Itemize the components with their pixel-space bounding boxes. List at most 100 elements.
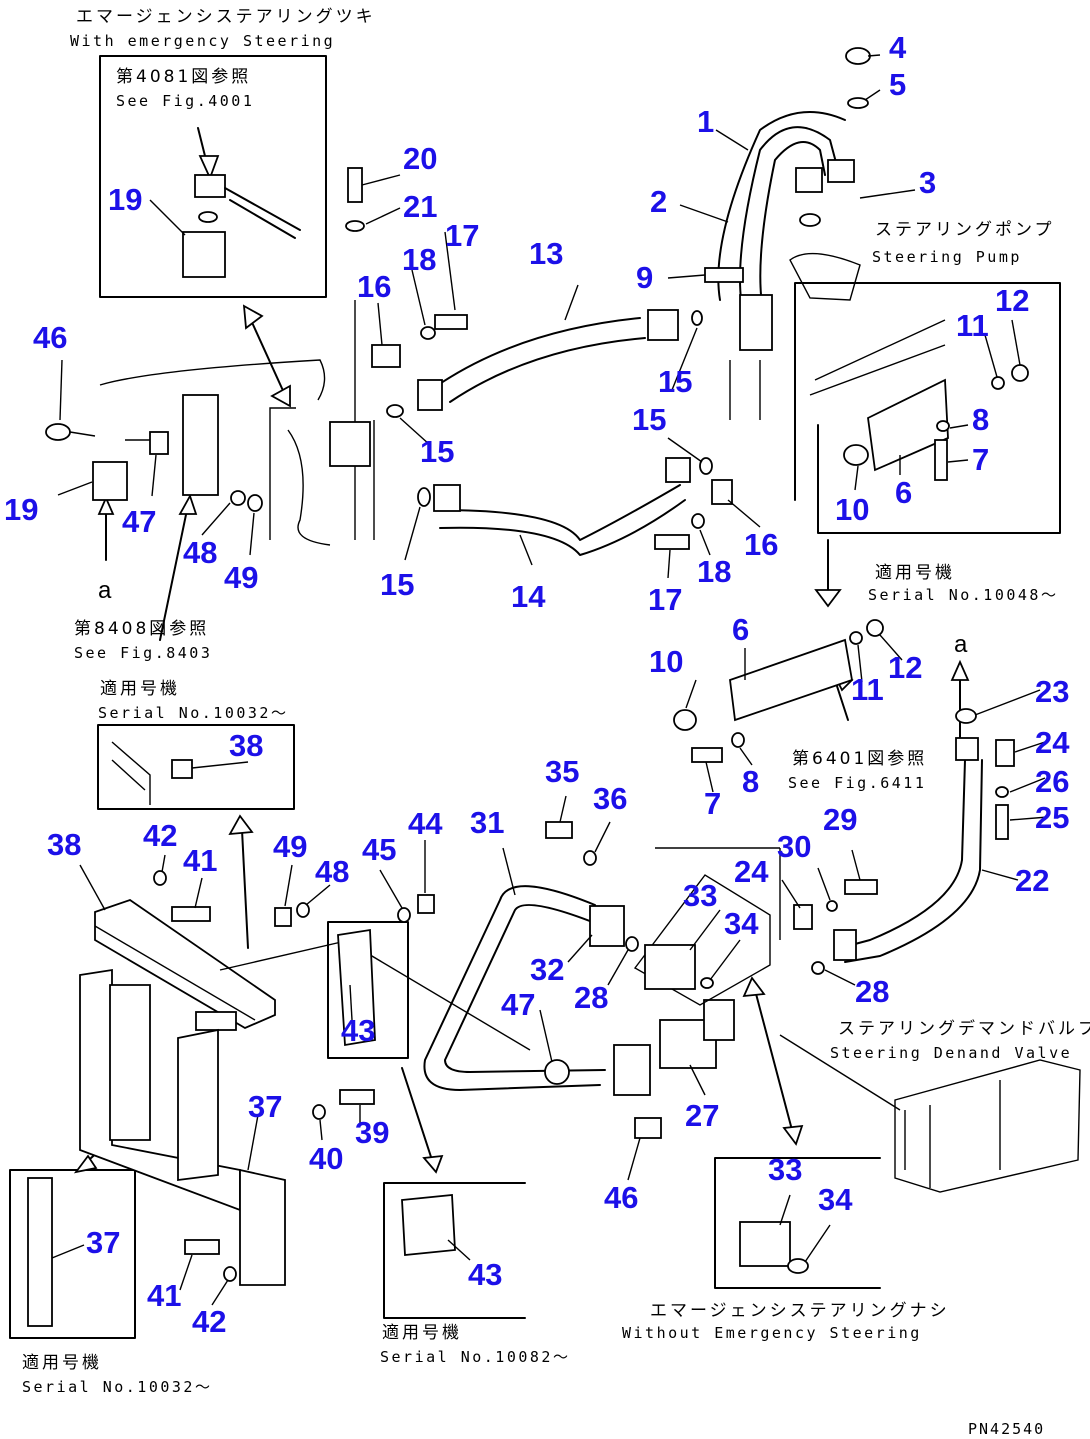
callout-15-a: 15 [658, 364, 692, 399]
callout-18-b: 18 [697, 554, 731, 589]
note-fig4081-en: See Fig.4001 [116, 92, 254, 110]
o-ring-28 [811, 961, 825, 975]
callout-34-b: 34 [818, 1182, 853, 1217]
callout-2: 2 [650, 184, 667, 219]
hose-22 [844, 759, 983, 963]
flange-27-right [703, 999, 735, 1041]
leader-valve [779, 1034, 901, 1111]
flange-32 [589, 905, 625, 947]
callout-numbers: 1 2 3 4 5 6 6 7 7 8 8 9 10 10 11 11 12 1… [4, 30, 1070, 1339]
washer-18 [420, 326, 436, 340]
hose-1 [759, 141, 826, 321]
note-serial10032b-jp: 適用号機 [22, 1353, 102, 1373]
callout-31: 31 [470, 805, 504, 840]
note-serial10032b-en: Serial No.10032～ [22, 1378, 212, 1396]
callout-15-d: 15 [380, 567, 414, 602]
callout-48-a: 48 [183, 535, 217, 570]
bracket-43 [337, 928, 376, 1047]
callout-5: 5 [889, 67, 906, 102]
cap-4 [845, 47, 871, 65]
callout-7-serial: 7 [704, 786, 721, 821]
callout-33-a: 33 [683, 878, 717, 913]
inset-without-emergency [714, 1157, 881, 1289]
clamp-10 [843, 444, 869, 466]
callout-16-a: 16 [357, 269, 391, 304]
valve-33-alt [739, 1221, 791, 1267]
steering-demand-valve [894, 1059, 1081, 1193]
note-without-en: Without Emergency Steering [622, 1324, 922, 1342]
callout-48-b: 48 [315, 854, 349, 889]
callout-35: 35 [545, 754, 579, 789]
frame-37-post [109, 984, 151, 1141]
callout-39: 39 [355, 1115, 389, 1150]
hose-14 [439, 499, 686, 556]
note-without-jp: エマージェンシステアリングナシ [650, 1301, 950, 1321]
bolt-7-serial [691, 747, 723, 763]
note-serial10048-en: Serial No.10048～ [868, 586, 1058, 604]
callout-24-a: 24 [1035, 725, 1070, 760]
frame-outline [99, 359, 326, 401]
callout-17-a: 17 [445, 218, 479, 253]
clamp-47-b [544, 1059, 570, 1085]
arrow-head [814, 589, 842, 608]
arrow-head [270, 384, 291, 408]
note-fig6401-jp: 第6401図参照 [792, 749, 927, 769]
callout-41-b: 41 [147, 1278, 181, 1313]
valve-plate [633, 874, 771, 1006]
note-serial10032a-en: Serial No.10032～ [98, 704, 288, 722]
arrow-head [228, 814, 254, 836]
arrow-head [950, 659, 970, 681]
drawing-reference: PN42540 [968, 1420, 1045, 1438]
clamp-47 [149, 431, 169, 455]
arrow-head [178, 493, 198, 515]
elbow-fitting [194, 174, 226, 198]
inset-emergency-steering [99, 55, 327, 298]
nut-12-serial [866, 619, 884, 637]
callout-18-a: 18 [402, 242, 436, 277]
bolt-35 [545, 821, 573, 839]
note-serial10082-jp: 適用号機 [382, 1323, 462, 1343]
emergency-hose [224, 187, 301, 231]
inset-steering-pump-bracket [794, 282, 1061, 534]
arrow-head [198, 155, 220, 181]
note-emergency-en: With emergency Steering [70, 32, 335, 50]
callout-49-b: 49 [273, 829, 307, 864]
callout-41-a: 41 [183, 843, 217, 878]
clamp-46 [45, 423, 71, 441]
hose-line [69, 431, 150, 441]
washer-30 [826, 900, 838, 912]
bolt-41-b [184, 1239, 220, 1255]
flange-13 [417, 379, 443, 411]
valve-19 [92, 461, 128, 501]
o-ring [198, 211, 218, 223]
callout-38-b: 38 [47, 827, 81, 862]
bolt-29 [844, 879, 878, 895]
callout-11-serial: 11 [851, 672, 884, 707]
washer-48 [230, 490, 246, 506]
o-ring-15 [386, 404, 404, 418]
parts-drawing [27, 47, 1081, 1327]
washer-8-serial [731, 732, 745, 748]
bolt-17-lower [654, 534, 690, 550]
washer-8 [936, 420, 950, 432]
callout-19-b: 19 [4, 492, 38, 527]
flange-5 [827, 159, 855, 183]
frame-outline [269, 407, 296, 540]
note-fig4081-jp: 第4081図参照 [116, 67, 251, 87]
callout-26: 26 [1035, 764, 1069, 799]
washer-5 [847, 97, 869, 109]
leader-fig6401 [834, 679, 849, 721]
callout-42-a: 42 [143, 818, 177, 853]
valve-block [329, 421, 371, 467]
washer-42 [153, 870, 167, 886]
flange-3 [795, 167, 823, 193]
emergency-hose [229, 199, 296, 239]
bracket-38-lug-alt [171, 759, 193, 779]
flange-13-end [647, 309, 679, 341]
clamp-10-serial [673, 709, 697, 731]
frame-outline [287, 429, 331, 546]
callout-47-a: 47 [122, 504, 156, 539]
o-ring-3 [799, 213, 821, 227]
callout-47-b: 47 [501, 987, 535, 1022]
